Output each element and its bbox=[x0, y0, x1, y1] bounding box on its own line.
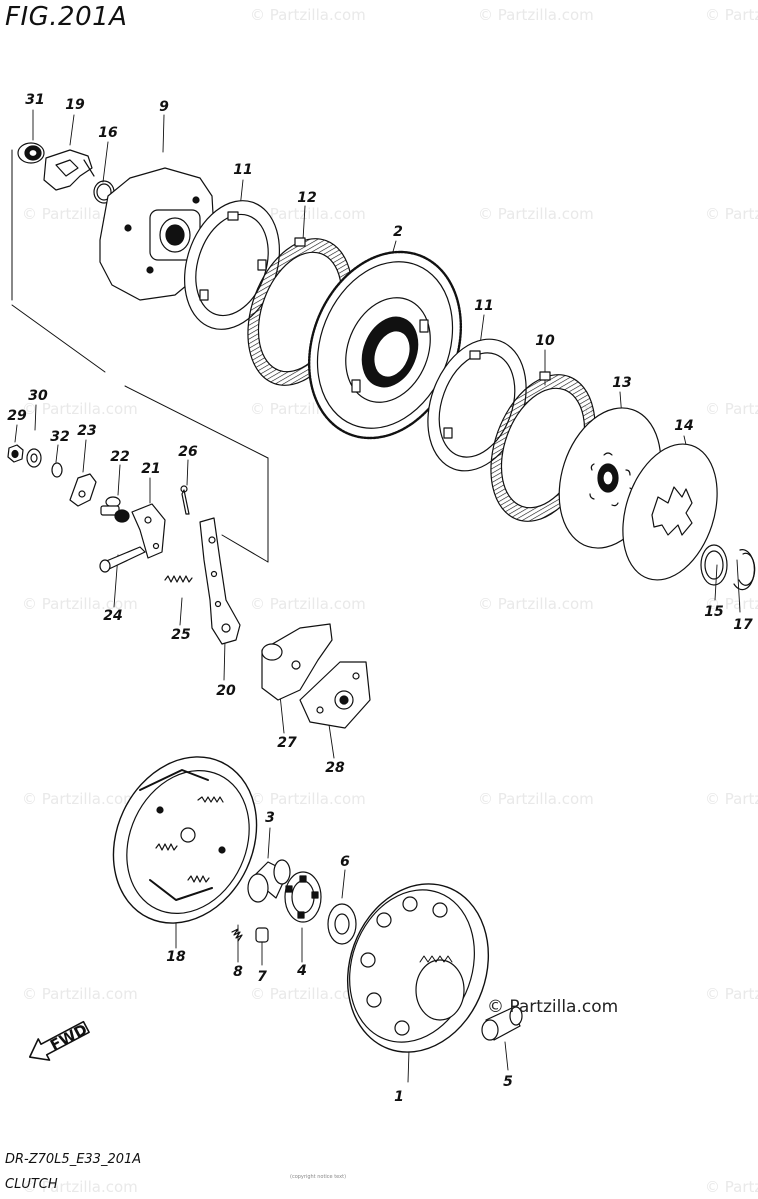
watermark: © Partzilla.com bbox=[22, 985, 138, 1003]
callout-part-1: 1 bbox=[394, 1089, 404, 1105]
watermark: © Partzilla.com bbox=[478, 6, 594, 24]
watermark: © Partzilla.com bbox=[705, 790, 758, 808]
callout-part-8: 8 bbox=[233, 964, 243, 980]
plate-23 bbox=[69, 473, 97, 507]
callout-part-5: 5 bbox=[503, 1074, 513, 1090]
callout-part-23: 23 bbox=[77, 423, 97, 439]
callout-part-7: 7 bbox=[257, 969, 267, 985]
plate-14 bbox=[622, 443, 718, 581]
model-code: DR-Z70L5_E33_201A bbox=[5, 1152, 142, 1167]
watermark: © Partzilla.com bbox=[22, 400, 138, 418]
callout-part-29: 29 bbox=[7, 408, 27, 424]
spacer-5 bbox=[481, 1006, 523, 1041]
watermark: © Partzilla.com bbox=[478, 595, 594, 613]
watermark-primary: © Partzilla.com bbox=[487, 997, 619, 1017]
watermark: © Partzilla.com bbox=[705, 1178, 758, 1196]
watermark: © Partzilla.com bbox=[250, 985, 366, 1003]
callout-part-10: 10 bbox=[535, 333, 555, 349]
callout-part-20: 20 bbox=[216, 683, 236, 699]
watermark: © Partzilla.com bbox=[250, 790, 366, 808]
screw-22 bbox=[100, 496, 130, 523]
pin-7 bbox=[255, 927, 269, 943]
callout-part-9: 9 bbox=[159, 99, 169, 115]
washer-30 bbox=[26, 448, 42, 468]
watermark: © Partzilla.com bbox=[22, 790, 138, 808]
fwd-label: FWD bbox=[47, 1020, 90, 1054]
callout-part-11-upper: 11 bbox=[233, 162, 253, 178]
callout-part-17: 17 bbox=[733, 617, 753, 633]
callout-part-28: 28 bbox=[325, 760, 345, 776]
lever-20 bbox=[199, 517, 241, 645]
circlip-17 bbox=[733, 549, 756, 591]
watermark: © Partzilla.com bbox=[250, 205, 366, 223]
figure-title: FIG.201A bbox=[5, 2, 128, 32]
callout-part-26: 26 bbox=[178, 444, 198, 460]
washer-15 bbox=[700, 544, 728, 586]
watermark: © Partzilla.com bbox=[250, 595, 366, 613]
callout-part-16: 16 bbox=[98, 125, 118, 141]
watermark: © Partzilla.com bbox=[705, 595, 758, 613]
pin-24 bbox=[99, 546, 146, 573]
watermark: © Partzilla.com bbox=[705, 400, 758, 418]
cam-19 bbox=[43, 149, 95, 191]
callout-part-31: 31 bbox=[25, 92, 45, 108]
watermark: © Partzilla.com bbox=[478, 790, 594, 808]
callout-part-13: 13 bbox=[612, 375, 632, 391]
callout-part-18: 18 bbox=[166, 949, 186, 965]
watermark: © Partzilla.com bbox=[22, 1178, 138, 1196]
callout-part-15: 15 bbox=[704, 604, 724, 620]
watermark: © Partzilla.com bbox=[478, 205, 594, 223]
callout-part-14: 14 bbox=[674, 418, 694, 434]
clutch-drum-1 bbox=[346, 883, 490, 1053]
callout-part-21: 21 bbox=[141, 461, 161, 477]
spring-8 bbox=[231, 928, 243, 942]
callout-part-19: 19 bbox=[65, 97, 85, 113]
callout-part-22: 22 bbox=[110, 449, 130, 465]
assembly-boundary-lines bbox=[11, 149, 269, 563]
spring-25 bbox=[164, 575, 193, 583]
callout-part-3: 3 bbox=[265, 810, 275, 826]
watermark: © Partzilla.com bbox=[22, 595, 138, 613]
joint-21 bbox=[131, 503, 166, 559]
cam-27 bbox=[261, 623, 333, 701]
fine-print: (copyright notice text) bbox=[290, 1174, 346, 1181]
callout-part-11-lower: 11 bbox=[474, 298, 494, 314]
washer-6 bbox=[327, 903, 357, 945]
callout-part-27: 27 bbox=[277, 735, 297, 751]
one-way-clutch-4 bbox=[284, 871, 322, 923]
watermark: © Partzilla.com bbox=[705, 205, 758, 223]
watermark: © Partzilla.com bbox=[705, 985, 758, 1003]
callout-part-32: 32 bbox=[50, 429, 70, 445]
callout-part-4: 4 bbox=[297, 963, 307, 979]
watermark: © Partzilla.com bbox=[705, 6, 758, 24]
plate-28 bbox=[299, 661, 371, 729]
fwd-arrow-icon: FWD bbox=[28, 1020, 90, 1061]
driven-gear-2 bbox=[307, 250, 463, 440]
section-name: CLUTCH bbox=[5, 1177, 58, 1192]
cotter-pin-26 bbox=[180, 485, 190, 515]
callout-part-25: 25 bbox=[171, 627, 191, 643]
shoe-assembly-18 bbox=[112, 756, 258, 924]
callout-part-2: 2 bbox=[393, 224, 403, 240]
o-ring-32 bbox=[51, 462, 63, 478]
bush-3 bbox=[247, 859, 291, 903]
callout-part-12: 12 bbox=[297, 190, 317, 206]
leader-lines bbox=[14, 109, 741, 1083]
callout-part-30: 30 bbox=[28, 388, 48, 404]
bearing-31 bbox=[17, 142, 45, 164]
watermark: © Partzilla.com bbox=[250, 6, 366, 24]
callout-part-24: 24 bbox=[103, 608, 123, 624]
fine-print-line: (copyright notice text) bbox=[290, 1174, 347, 1180]
callout-part-6: 6 bbox=[340, 854, 350, 870]
nut-29 bbox=[7, 444, 24, 463]
